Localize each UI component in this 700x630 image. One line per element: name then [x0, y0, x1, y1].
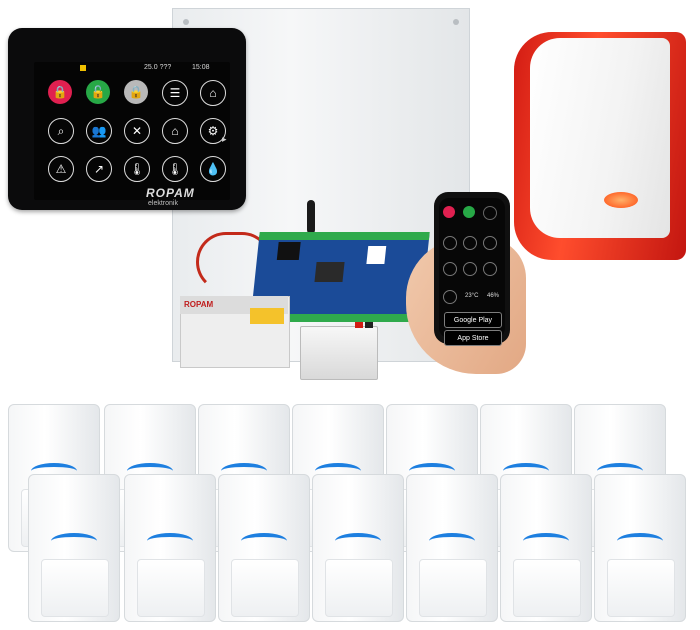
search-icon[interactable]: ⌕ [48, 118, 74, 144]
board-sticker [366, 246, 387, 264]
unlock-icon[interactable]: 🔓 [86, 80, 110, 104]
wire-red [196, 232, 272, 292]
keypad-status-bar: 25.0 ??? 15:08 [34, 62, 230, 74]
chevron-right-icon[interactable]: ▸ [222, 134, 227, 144]
app-store-label: App Store [457, 334, 489, 342]
blinds-icon[interactable] [463, 262, 477, 276]
board-chip [314, 262, 345, 282]
backup-battery [300, 322, 378, 380]
thermo-icon[interactable]: 🌡 [124, 156, 150, 182]
tools-icon[interactable]: ✕ [124, 118, 150, 144]
lock-icon[interactable] [443, 206, 455, 218]
tv-icon[interactable] [483, 262, 497, 276]
settings-icon[interactable]: ⚙ [200, 118, 226, 144]
motion-detector [28, 474, 120, 622]
din-module-label: ROPAM [184, 300, 214, 309]
motion-detector [406, 474, 498, 622]
users-icon[interactable]: 👥 [86, 118, 112, 144]
siren-led [604, 192, 638, 208]
thermo2-icon[interactable]: 🌡 [162, 156, 188, 182]
keypad-brand: ROPAM [146, 186, 195, 200]
motion-detector [218, 474, 310, 622]
home-icon[interactable]: ⌂ [200, 80, 226, 106]
fan-icon[interactable] [483, 236, 497, 250]
app-store-badge[interactable]: App Store [444, 330, 502, 346]
touch-keypad: 25.0 ??? 15:08 🔒 🔓 🔒 ☰ ⌂ ⌕ 👥 ✕ ⌂ ⚙ ⚠ ↗ 🌡… [8, 28, 246, 210]
house-icon[interactable]: ⌂ [162, 118, 188, 144]
motion-detector [500, 474, 592, 622]
screw [453, 19, 459, 25]
warning-icon[interactable]: ⚠ [48, 156, 74, 182]
google-play-badge[interactable]: Google Play [444, 312, 502, 328]
status-time: 15:08 [192, 64, 210, 71]
siren-cover [530, 38, 670, 238]
phone-humidity: 46% [487, 293, 500, 299]
terminal-strip [258, 232, 430, 240]
board-chip [276, 242, 301, 260]
lock-grey-icon[interactable] [483, 206, 497, 220]
gsm-antenna [307, 200, 315, 234]
google-play-label: Google Play [453, 316, 493, 324]
sun-icon[interactable] [463, 236, 477, 250]
lock-icon[interactable]: 🔒 [48, 80, 72, 104]
battery-terminal-minus [365, 322, 373, 328]
motion-detector [312, 474, 404, 622]
motion-detector [124, 474, 216, 622]
thermo-icon [443, 290, 457, 304]
phone-temperature: 23°C [465, 293, 479, 299]
screw [183, 19, 189, 25]
motion-detector [594, 474, 686, 622]
status-temperature: 25.0 ??? [144, 64, 172, 71]
din-module-tag [250, 308, 284, 324]
lock-grey-icon[interactable]: 🔒 [124, 80, 148, 104]
list-icon[interactable]: ☰ [162, 80, 188, 106]
keypad-brand-sub: elektronik [148, 200, 178, 207]
drop-icon[interactable]: 💧 [200, 156, 226, 182]
keypad-screen: 25.0 ??? 15:08 🔒 🔓 🔒 ☰ ⌂ ⌕ 👥 ✕ ⌂ ⚙ ⚠ ↗ 🌡… [34, 62, 230, 200]
gate-icon[interactable] [443, 262, 457, 276]
alert-icon [80, 65, 86, 71]
unlock-icon[interactable] [463, 206, 475, 218]
battery-terminal-plus [355, 322, 363, 328]
chart-icon[interactable]: ↗ [86, 156, 112, 182]
bulb-icon[interactable] [443, 236, 457, 250]
